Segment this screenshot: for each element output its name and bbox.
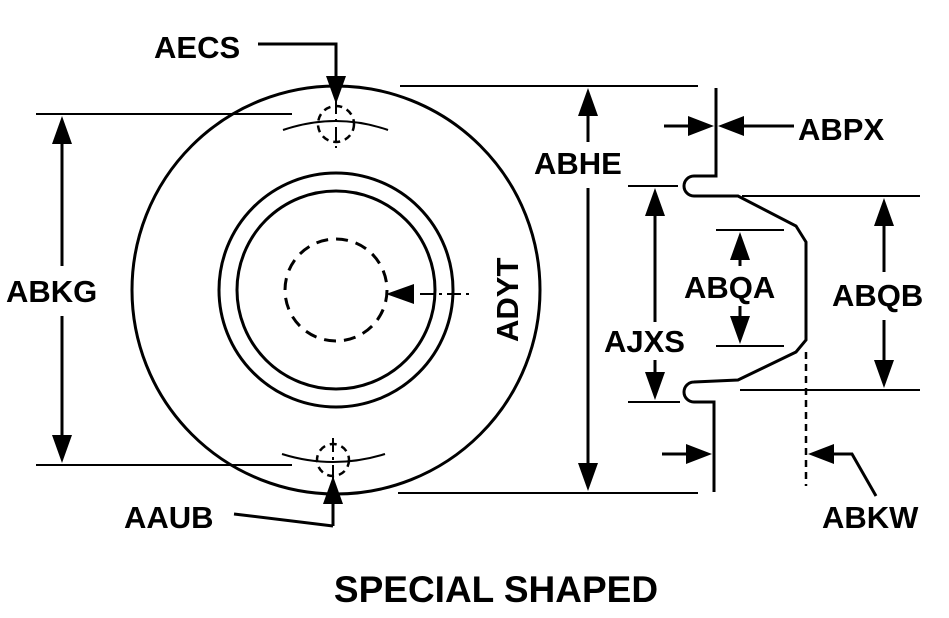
abqb-arrow-bottom <box>874 360 894 388</box>
label-ajxs: AJXS <box>604 324 685 359</box>
abkw-arrow-left <box>686 444 712 464</box>
hub-outer-circle <box>217 171 455 409</box>
abkw-leader <box>834 452 878 497</box>
abhe-arrow-top <box>578 88 598 116</box>
side-view <box>398 85 920 497</box>
label-abkg: ABKG <box>6 274 97 309</box>
side-profile-outline <box>682 88 808 492</box>
label-aecs: AECS <box>154 30 240 65</box>
aaub-arrowhead <box>323 476 343 504</box>
front-view <box>36 42 542 528</box>
label-adyt: ADYT <box>490 258 525 342</box>
abpx-arrow-left <box>688 116 714 136</box>
abkg-arrow-bottom <box>52 435 72 463</box>
bottom-hole-arc <box>281 453 386 463</box>
abhe-arrow-bottom <box>578 463 598 491</box>
label-abqa: ABQA <box>684 270 775 305</box>
abqa-arrow-top <box>730 232 750 260</box>
abkw-arrow-right <box>808 444 834 464</box>
aecs-leader <box>258 42 338 78</box>
abkg-arrow-top <box>52 116 72 144</box>
hidden-bore-circle <box>283 237 389 343</box>
ajxs-arrow-top <box>645 188 665 216</box>
ajxs-arrow-bottom <box>645 372 665 400</box>
label-abqb: ABQB <box>832 278 923 313</box>
caption-title: SPECIAL SHAPED <box>334 569 658 610</box>
aaub-leader <box>233 512 334 528</box>
label-abpx: ABPX <box>798 112 884 147</box>
adyt-arrowhead <box>386 284 414 304</box>
label-abhe: ABHE <box>534 146 622 181</box>
hub-inner-circle <box>235 189 437 391</box>
label-abkw: ABKW <box>822 500 919 535</box>
abqa-arrow-bottom <box>730 316 750 344</box>
abqb-arrow-top <box>874 198 894 226</box>
aecs-arrowhead <box>326 76 346 104</box>
label-aaub: AAUB <box>124 500 214 535</box>
abpx-arrow-right <box>718 116 744 136</box>
